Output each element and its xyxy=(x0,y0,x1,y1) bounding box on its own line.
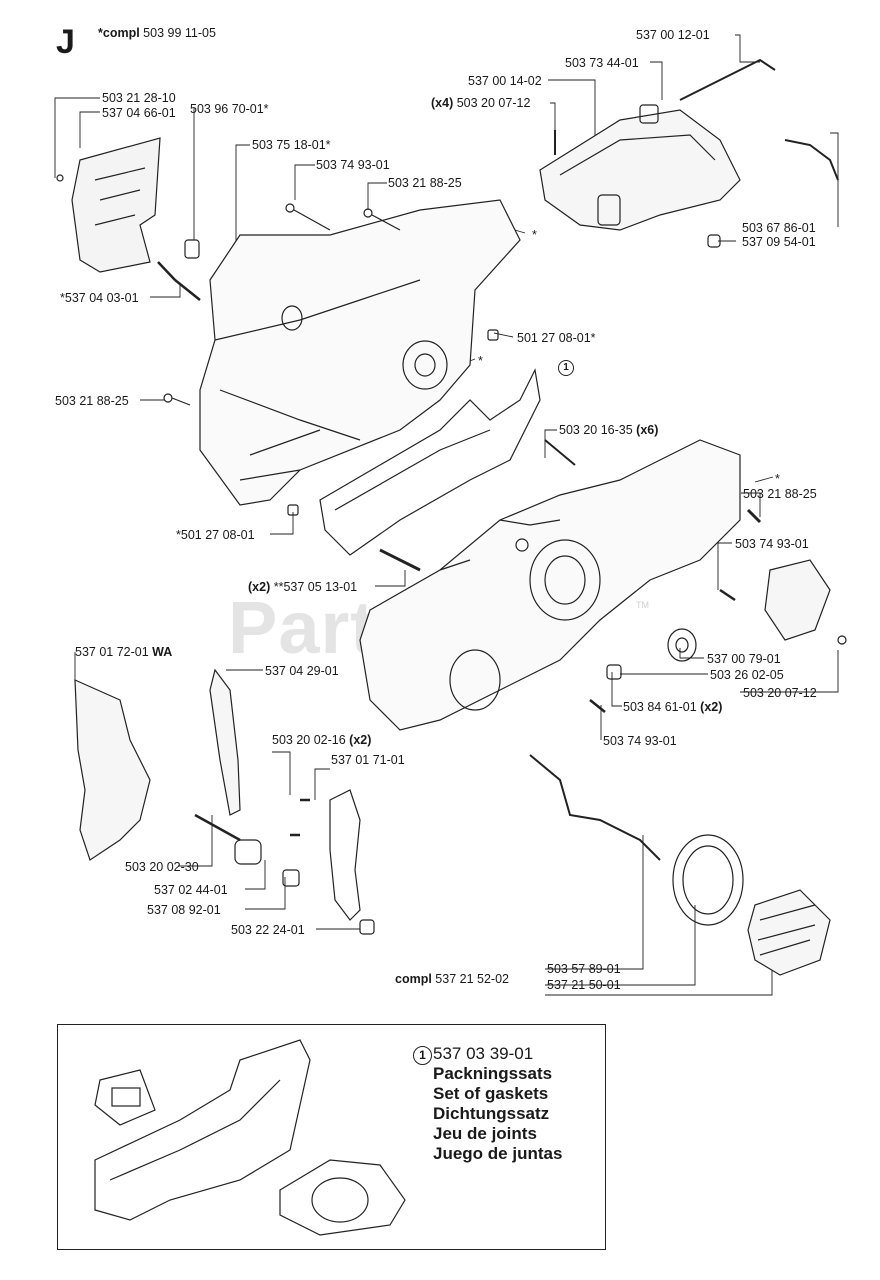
part-number: 503 20 16-35 xyxy=(559,423,633,437)
kit-desc-line: Juego de juntas xyxy=(433,1144,563,1163)
part-number: 503 84 61-01 xyxy=(623,700,697,714)
part-label: 503 20 07-12 xyxy=(743,686,817,700)
part-label: 501 27 08-01* xyxy=(517,331,596,345)
kit-desc-line: Dichtungssatz xyxy=(433,1104,550,1123)
kit-desc-line: Set of gaskets xyxy=(433,1084,549,1103)
part-label: 503 21 88-25 xyxy=(55,394,129,408)
part-label: 537 21 50-01 xyxy=(547,978,621,992)
fasteners-left-drawing xyxy=(157,203,499,516)
part-label: 537 02 44-01 xyxy=(154,883,228,897)
part-label: 503 26 02-05 xyxy=(710,668,784,682)
part-label: 503 21 88-25 xyxy=(743,487,817,501)
part-label: 503 73 44-01 xyxy=(565,56,639,70)
part-label: 537 04 66-01 xyxy=(102,106,176,120)
part-label: *537 04 03-01 xyxy=(60,291,139,305)
part-label: 503 75 18-01* xyxy=(252,138,331,152)
part-label-row: 503 20 02-16 (x2) xyxy=(272,733,371,747)
watermark-tm: TM xyxy=(636,600,649,610)
part-label: 503 67 86-01 xyxy=(742,221,816,235)
part-label: 537 09 54-01 xyxy=(742,235,816,249)
part-label: 503 22 24-01 xyxy=(231,923,305,937)
compl-part-number: 503 99 11-05 xyxy=(143,26,216,40)
top-handle-drawing xyxy=(539,58,839,248)
part-number: 503 20 02-16 xyxy=(272,733,346,747)
part-label-row: compl 537 21 52-02 xyxy=(395,972,509,986)
part-label: 503 21 88-25 xyxy=(388,176,462,190)
part-label: 503 96 70-01* xyxy=(190,102,269,116)
part-label: 503 57 89-01 xyxy=(547,962,621,976)
lower-right-parts-drawing xyxy=(529,754,831,976)
kit-desc-line: Jeu de joints xyxy=(433,1124,537,1143)
part-label: 537 00 79-01 xyxy=(707,652,781,666)
star-marker: * xyxy=(478,354,483,368)
part-label: *501 27 08-01 xyxy=(176,528,255,542)
part-number: 503 20 07-12 xyxy=(456,96,531,110)
part-label: 503 74 93-01 xyxy=(735,537,809,551)
kit-description: 537 03 39-01 Packningssats Set of gasket… xyxy=(433,1044,562,1164)
quantity-label: (x2) xyxy=(700,700,723,714)
suffix-label: WA xyxy=(152,645,173,659)
part-label-row: 537 01 72-01 WA xyxy=(75,645,172,659)
part-label-row: (x4) 503 20 07-12 xyxy=(431,96,530,110)
part-label: 503 74 93-01 xyxy=(316,158,390,172)
part-label: 537 01 71-01 xyxy=(331,753,405,767)
part-number: 537 01 72-01 xyxy=(75,645,149,659)
lower-left-parts-drawing xyxy=(74,668,375,935)
leader-lines xyxy=(54,34,839,996)
part-number: **537 05 13-01 xyxy=(273,580,358,594)
quantity-label: (x6) xyxy=(636,423,659,437)
part-label: 537 00 14-02 xyxy=(468,74,542,88)
kit-box-marker: 1 xyxy=(413,1046,432,1065)
compl-label: compl xyxy=(395,972,432,986)
kit-callout-marker: 1 xyxy=(558,360,574,376)
star-marker: * xyxy=(775,472,780,486)
gasket-kit-box xyxy=(57,1024,606,1250)
part-label-row: 503 84 61-01 (x2) xyxy=(623,700,722,714)
part-label: 537 04 29-01 xyxy=(265,664,339,678)
fasteners-right-drawing xyxy=(379,508,847,713)
quantity-label: (x4) xyxy=(431,96,454,110)
part-label: 537 08 92-01 xyxy=(147,903,221,917)
part-label: 503 74 93-01 xyxy=(603,734,677,748)
part-label-row: 503 20 16-35 (x6) xyxy=(559,423,658,437)
gasket-drawing xyxy=(319,368,541,556)
part-label-row: (x2) **537 05 13-01 xyxy=(248,580,357,594)
chain-guide-plate-drawing xyxy=(56,137,161,273)
compl-note: *compl 503 99 11-05 xyxy=(98,26,216,40)
part-label: 503 21 28-10 xyxy=(102,91,176,105)
part-label: 537 00 12-01 xyxy=(636,28,710,42)
compl-label: *compl xyxy=(98,26,140,40)
part-label: 503 20 02-30 xyxy=(125,860,199,874)
kit-desc-line: Packningssats xyxy=(433,1064,553,1083)
quantity-label: (x2) xyxy=(248,580,271,594)
kit-gaskets-drawing xyxy=(94,1039,406,1236)
star-marker: * xyxy=(532,228,537,242)
quantity-label: (x2) xyxy=(349,733,372,747)
kit-part-number: 537 03 39-01 xyxy=(433,1044,534,1063)
crankcase-right-drawing xyxy=(359,439,741,731)
crankcase-left-drawing xyxy=(199,199,521,506)
section-letter: J xyxy=(56,23,75,61)
part-number: 537 21 52-02 xyxy=(435,972,509,986)
